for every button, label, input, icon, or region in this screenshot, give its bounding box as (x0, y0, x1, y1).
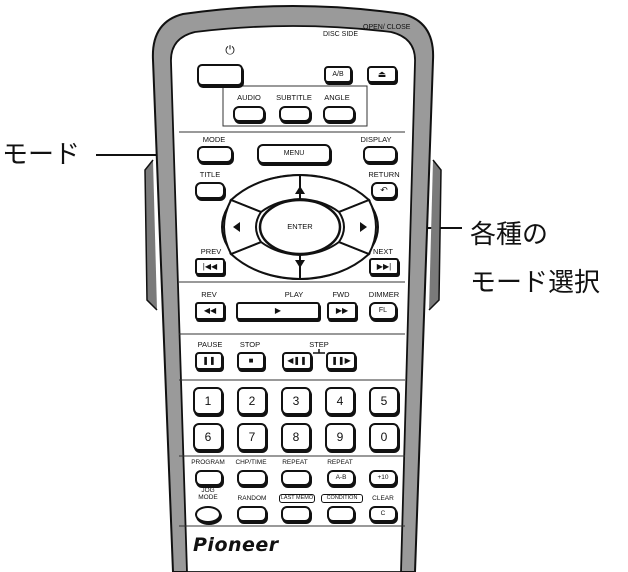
mode-callout: モード (2, 140, 81, 170)
open-close-label: OPEN/ CLOSE (363, 24, 411, 31)
digit-9-button[interactable]: 9 (325, 423, 355, 451)
random-label: RANDOM (237, 495, 267, 502)
step-back-button[interactable]: ◀❚❚ (282, 352, 312, 370)
repeat-ab-label: REPEAT (327, 459, 353, 466)
mode-select-callout-line1: 各種の (470, 220, 549, 250)
remote-body (144, 5, 442, 572)
play-button[interactable]: ▶ (236, 302, 320, 320)
step-forward-button[interactable]: ❚❚▶ (326, 352, 356, 370)
pause-button[interactable]: ❚❚ (195, 352, 223, 370)
title-button[interactable] (195, 182, 225, 199)
dimmer-button[interactable]: FL (369, 302, 397, 320)
menu-button[interactable]: MENU (257, 144, 331, 164)
digit-6-button[interactable]: 6 (193, 423, 223, 451)
subtitle-label: SUBTITLE (276, 93, 312, 102)
program-button[interactable] (195, 470, 223, 486)
last-memo-label: LAST MEMO (279, 494, 315, 503)
right-arrow-icon (360, 222, 367, 232)
next-button[interactable]: ▶▶| (369, 258, 399, 275)
condition-label: CONDITION (321, 494, 363, 503)
repeat-label: REPEAT (282, 459, 308, 466)
stop-label: STOP (239, 340, 261, 349)
skip-forward-icon: ▶▶| (376, 262, 392, 271)
display-label: DISPLAY (360, 135, 392, 144)
down-arrow-icon (295, 260, 305, 268)
rewind-icon: ◀◀ (203, 306, 217, 315)
stop-button[interactable]: ■ (237, 352, 265, 370)
mode-label: MODE (202, 135, 226, 144)
digit-7-button[interactable]: 7 (237, 423, 267, 451)
eject-button[interactable]: ⏏ (367, 66, 397, 83)
eject-icon: ⏏ (377, 69, 387, 79)
play-icon: ▶ (274, 306, 282, 315)
disc-side-label: DISC SIDE (323, 31, 359, 38)
return-icon: ↶ (380, 185, 388, 195)
rev-label: REV (201, 290, 217, 299)
display-button[interactable] (363, 146, 397, 163)
step-forward-icon: ❚❚▶ (331, 356, 351, 365)
digit-8-button[interactable]: 8 (281, 423, 311, 451)
clear-button[interactable]: C (369, 506, 397, 522)
up-arrow-icon (295, 186, 305, 194)
digit-4-button[interactable]: 4 (325, 387, 355, 415)
pause-label: PAUSE (197, 340, 223, 349)
return-button[interactable]: ↶ (371, 182, 397, 199)
prev-label: PREV (200, 247, 222, 256)
condition-button[interactable] (327, 506, 355, 522)
fast-forward-icon: ▶▶ (335, 306, 349, 315)
disc-side-button[interactable]: A/B (324, 66, 352, 83)
digit-3-button[interactable]: 3 (281, 387, 311, 415)
angle-label: ANGLE (324, 93, 350, 102)
return-label: RETURN (368, 170, 400, 179)
plus10-button[interactable]: +10 (369, 470, 397, 486)
jog-mode-button[interactable] (195, 506, 221, 523)
fwd-button[interactable]: ▶▶ (327, 302, 357, 320)
mode-select-callout-line2: モード選択 (470, 268, 601, 298)
step-back-icon: ◀❚❚ (287, 356, 307, 365)
digit-0-button[interactable]: 0 (369, 423, 399, 451)
stop-icon: ■ (248, 356, 254, 365)
fwd-label: FWD (332, 290, 350, 299)
audio-button[interactable] (233, 106, 265, 122)
dimmer-label: DIMMER (368, 290, 400, 299)
next-label: NEXT (372, 247, 393, 256)
rev-button[interactable]: ◀◀ (195, 302, 225, 320)
angle-button[interactable] (323, 106, 355, 122)
play-label: PLAY (284, 290, 304, 299)
subtitle-button[interactable] (279, 106, 311, 122)
brand-logo: Pioneer (193, 534, 279, 556)
digit-1-button[interactable]: 1 (193, 387, 223, 415)
remote-control: ⏻ DISC SIDE A/B OPEN/ CLOSE ⏏ AUDIO SUBT… (143, 0, 443, 572)
jog-mode-label: JOG MODE (198, 487, 218, 501)
enter-button[interactable]: ENTER (287, 222, 313, 231)
power-icon: ⏻ (225, 43, 235, 57)
skip-back-icon: |◀◀ (202, 262, 218, 271)
chp-time-button[interactable] (237, 470, 267, 486)
step-label: STEP (309, 340, 329, 349)
prev-button[interactable]: |◀◀ (195, 258, 225, 275)
mode-button[interactable] (197, 146, 233, 163)
title-label: TITLE (199, 170, 221, 179)
power-button[interactable] (197, 64, 243, 86)
last-memo-button[interactable] (281, 506, 311, 522)
pause-icon: ❚❚ (202, 356, 216, 365)
digit-5-button[interactable]: 5 (369, 387, 399, 415)
repeat-button[interactable] (281, 470, 311, 486)
chp-time-label: CHP/TIME (235, 459, 267, 466)
program-label: PROGRAM (191, 459, 225, 466)
audio-label: AUDIO (237, 93, 261, 102)
digit-2-button[interactable]: 2 (237, 387, 267, 415)
clear-label: CLEAR (372, 495, 394, 502)
random-button[interactable] (237, 506, 267, 522)
repeat-ab-button[interactable]: A-B (327, 470, 355, 486)
left-arrow-icon (233, 222, 240, 232)
